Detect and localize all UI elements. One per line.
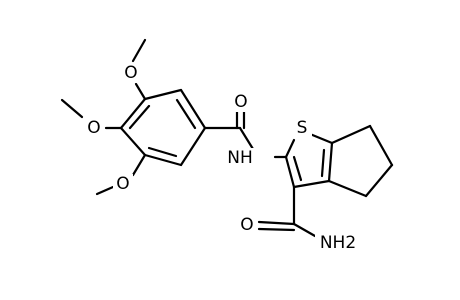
atom-nh2-carboxamide: NH2	[320, 233, 356, 253]
bond-methyl-top	[131, 38, 147, 63]
bond-thiophene-c3a-c3	[292, 179, 331, 189]
bond-cyclopentane-1	[330, 124, 372, 145]
bond-carbonyl-nh	[238, 126, 255, 151]
bond-thiophene-c7a-c3a-inner	[320, 148, 326, 178]
bond-amide-o-1	[257, 220, 296, 226]
bond-thiophene-s-c7a	[308, 132, 334, 145]
bond-thiophene-c3-c2	[284, 155, 296, 189]
bond-methyl-left	[60, 98, 84, 119]
bond-o-top-ring	[134, 82, 147, 101]
bond-thiophene-c2-s	[284, 138, 296, 159]
bond-cyclopentane-4	[327, 179, 368, 198]
atom-labels: O O O O NH S O NH2	[84, 63, 361, 254]
bond-amide-nh2	[292, 222, 317, 238]
atom-nh-amide: NH	[227, 148, 253, 168]
atom-o-methoxy-top: O	[124, 63, 137, 83]
atom-o-methoxy-left: O	[87, 118, 100, 138]
bond-cyclopentane-2	[368, 124, 394, 167]
bond-benzene-3	[179, 126, 207, 167]
bond-amide-o-2	[257, 227, 296, 232]
atom-o-carbonyl: O	[234, 92, 247, 112]
bond-methyl-bottom	[95, 185, 115, 196]
bond-benzene-5	[119, 126, 147, 157]
bond-benzene-4	[143, 153, 183, 167]
bond-thiophene-c7a-c3a	[327, 141, 334, 183]
atom-o-carboxamide: O	[240, 215, 253, 235]
bond-benzene-6-inner	[128, 104, 151, 130]
bond-cyclopentane-3	[364, 163, 394, 198]
bond-o-bottom-ring	[131, 153, 147, 177]
atom-o-methoxy-bottom: O	[116, 174, 129, 194]
bond-thiophene-c3-c2-inner	[292, 155, 303, 182]
bond-benzene-4-inner	[147, 146, 178, 158]
bond-benzene-2-inner	[175, 98, 197, 130]
bond-benzene-6	[119, 97, 147, 130]
atom-s-thiophene: S	[297, 118, 308, 138]
bond-benzene-1	[143, 88, 183, 101]
bond-benzene-2	[179, 88, 207, 130]
bonds	[60, 38, 394, 238]
